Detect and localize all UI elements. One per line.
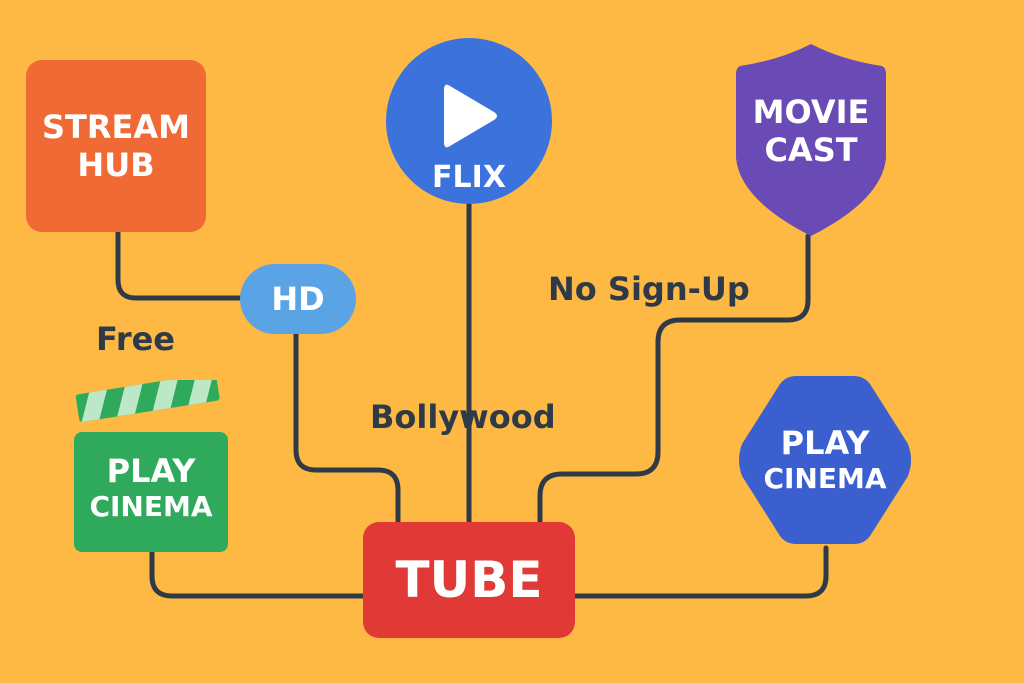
shield-icon xyxy=(736,44,886,236)
play-cinema-clap-line2: CINEMA xyxy=(89,490,213,524)
connector-tube-hex xyxy=(572,545,829,599)
stream-hub-line2: HUB xyxy=(77,146,155,184)
hd-label: HD xyxy=(271,279,325,318)
play-cinema-clapper-node[interactable]: PLAY CINEMA xyxy=(72,380,230,552)
play-cinema-clap-line1: PLAY xyxy=(106,452,196,490)
stream-hub-node[interactable]: STREAM HUB xyxy=(26,60,206,232)
free-label: Free xyxy=(96,320,175,358)
flix-label: FLIX xyxy=(432,160,506,195)
tube-label: TUBE xyxy=(395,551,543,609)
play-cinema-hex-line1: PLAY xyxy=(780,424,870,462)
connector-moviecast-tube xyxy=(537,233,811,525)
hd-node[interactable]: HD xyxy=(240,264,356,334)
play-icon xyxy=(444,84,497,148)
no-signup-label: No Sign-Up xyxy=(548,270,750,308)
flix-node[interactable]: FLIX xyxy=(386,38,552,204)
movie-cast-line1: MOVIE xyxy=(752,92,870,131)
play-cinema-hexagon-node[interactable]: PLAY CINEMA xyxy=(736,372,914,548)
play-cinema-hex-line2: CINEMA xyxy=(763,462,887,496)
clapperboard-icon xyxy=(74,380,228,552)
movie-cast-line2: CAST xyxy=(764,131,858,169)
hexagon-icon xyxy=(739,376,911,544)
stream-hub-line1: STREAM xyxy=(42,107,190,146)
tube-node[interactable]: TUBE xyxy=(363,522,575,638)
connector-clap-tube xyxy=(149,549,366,599)
bollywood-label: Bollywood xyxy=(370,398,556,436)
connector-hd-tube xyxy=(293,331,401,525)
connector-streamhub-hd xyxy=(115,229,245,301)
movie-cast-node[interactable]: MOVIE CAST xyxy=(732,40,890,238)
